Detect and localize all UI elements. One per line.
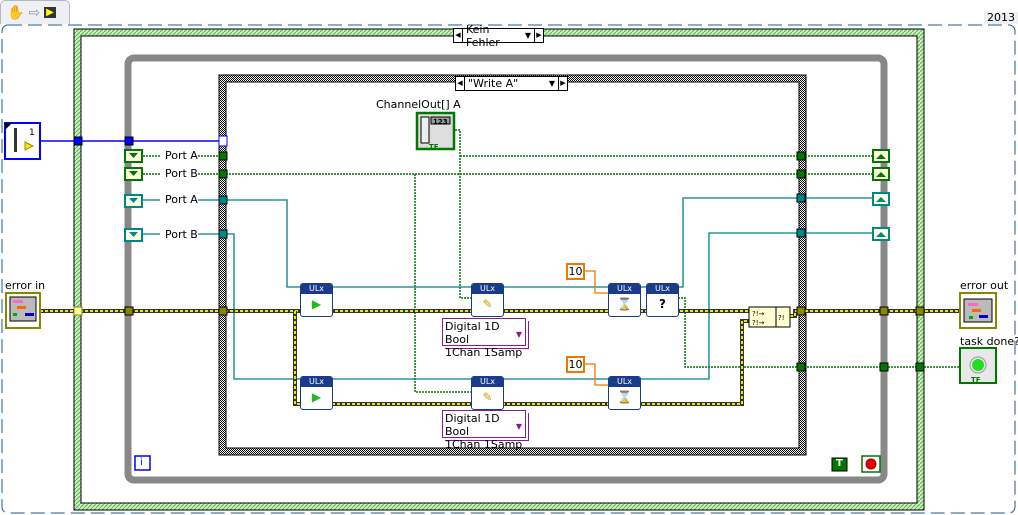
version-label: 2013	[984, 12, 1018, 24]
inner-case-selector[interactable]: ◀ "Write A" ▼ ▶	[455, 76, 568, 91]
decrement-case-icon[interactable]: ◀	[454, 29, 463, 42]
error-in-terminal	[5, 292, 41, 329]
increment-case-icon[interactable]: ▶	[534, 29, 543, 42]
hand-icon[interactable]: ✋	[7, 4, 25, 21]
ulx-start-task-b[interactable]: ULx▶	[300, 376, 333, 410]
svg-text:?!: ?!	[778, 314, 785, 322]
svg-text:?!→: ?!→	[752, 319, 765, 327]
refnum-control	[4, 122, 41, 160]
digital-wires	[143, 129, 960, 393]
run-vi-icon[interactable]: ▶	[44, 7, 56, 18]
svg-text:?!→: ?!→	[752, 310, 765, 318]
channel-out-tf: TF	[429, 143, 439, 151]
port-indicators	[872, 149, 890, 241]
true-constant	[831, 457, 848, 472]
port-a-digital-label[interactable]: Port A	[165, 149, 198, 162]
true-constant-label[interactable]: T	[836, 458, 843, 469]
port-b-task-label[interactable]: Port B	[165, 228, 198, 241]
dropdown-icon[interactable]: ▼	[515, 422, 522, 431]
task-done-indicator	[959, 347, 997, 384]
control-index: 1	[29, 128, 35, 138]
error-out-label: error out	[960, 279, 1009, 292]
channel-out-type: 123	[433, 118, 448, 126]
channel-out-label: ChannelOut[] A	[376, 98, 461, 111]
error-out-terminal	[959, 292, 997, 329]
pencil-icon: ✎	[482, 390, 493, 404]
ulx-write-a[interactable]: ULx✎	[471, 283, 504, 317]
task-wires	[143, 197, 873, 380]
play-icon: ▶	[311, 297, 322, 311]
decrement-case-icon[interactable]: ◀	[456, 77, 465, 90]
ulx-is-task-done[interactable]: ULx?	[646, 283, 679, 317]
diagram-border	[1, 24, 1016, 514]
timeout-constant-b[interactable]: 10	[566, 356, 585, 373]
ulx-wait-a[interactable]: ULx⌛	[608, 283, 641, 317]
merge-errors-node: ?!→?!→?!	[748, 306, 791, 328]
error-in-label: error in	[5, 279, 46, 292]
port-controls	[124, 149, 143, 242]
question-icon: ?	[659, 297, 666, 311]
pencil-icon: ✎	[482, 297, 493, 311]
increment-case-icon[interactable]: ▶	[558, 77, 567, 90]
channel-out-constant	[415, 111, 456, 151]
toolbar-tab: ✋ ⇨ ▶	[0, 0, 70, 24]
dropdown-icon[interactable]: ▼	[515, 330, 522, 339]
ulx-wait-b[interactable]: ULx⌛	[608, 376, 641, 410]
tunnels	[73, 135, 925, 372]
while-loop	[124, 54, 888, 484]
timeout-constant-a[interactable]: 10	[566, 263, 585, 280]
hourglass-icon: ⌛	[617, 390, 632, 404]
port-a-task-label[interactable]: Port A	[165, 193, 198, 206]
ulx-write-b[interactable]: ULx✎	[471, 376, 504, 410]
dropdown-icon[interactable]: ▼	[548, 79, 555, 88]
arrow-icon[interactable]: ⇨	[28, 4, 41, 21]
iteration-terminal	[134, 455, 151, 471]
iteration-label: i	[140, 457, 143, 468]
port-b-digital-label[interactable]: Port B	[165, 167, 198, 180]
task-done-label: task done?	[960, 335, 1018, 348]
dropdown-icon[interactable]: ▼	[524, 31, 531, 40]
task-done-tf: TF	[971, 376, 981, 384]
stop-terminal	[861, 455, 881, 473]
ulx-start-task-a[interactable]: ULx▶	[300, 283, 333, 317]
play-icon: ▶	[311, 390, 322, 404]
outer-case-selector[interactable]: ◀ Kein Fehler ▼ ▶	[453, 23, 544, 49]
hourglass-icon: ⌛	[617, 297, 632, 311]
